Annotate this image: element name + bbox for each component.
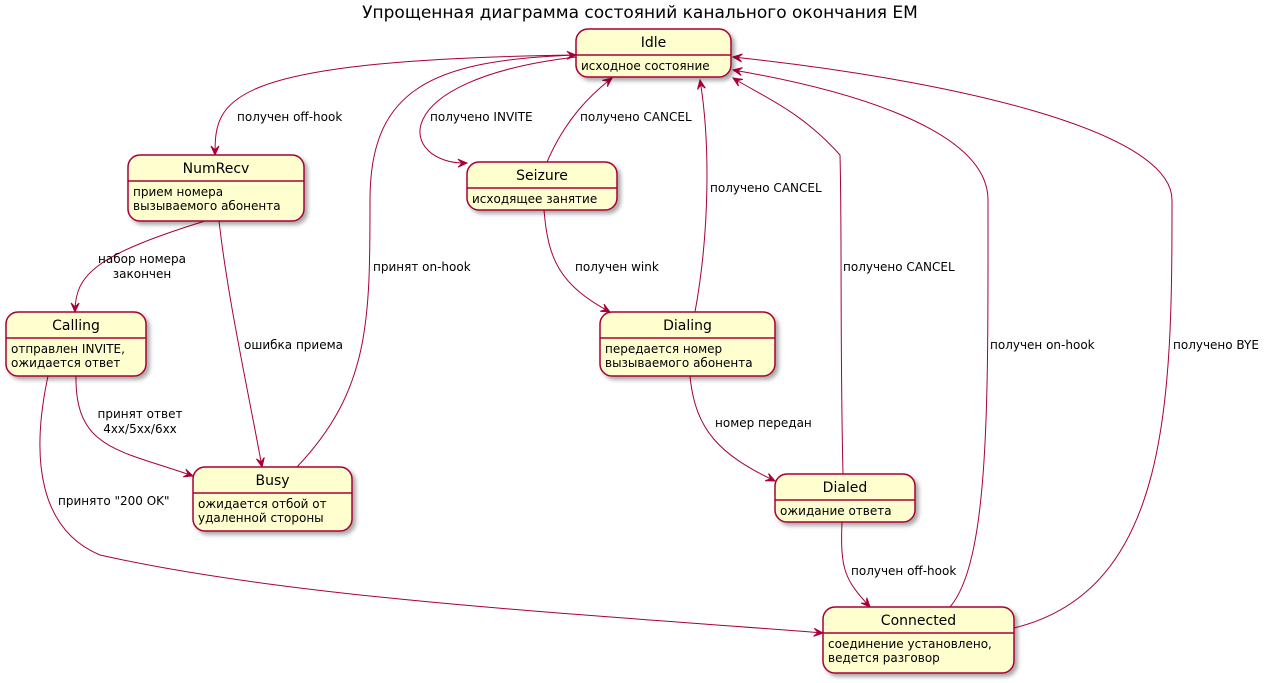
- state-box-busy: [192, 466, 353, 532]
- transition-label-dialed_idle: получено CANCEL: [843, 260, 955, 274]
- state-desc-dialing: передается номер: [605, 342, 722, 356]
- state-calling: Calling отправлен INVITE,ожидается ответ: [5, 311, 147, 377]
- arrowhead-calling_busy: [182, 468, 195, 478]
- diagram-title: Упрощенная диаграмма состояний канальног…: [362, 3, 918, 23]
- arrowhead-dialing_idle: [697, 78, 706, 90]
- state-seizure: Seizure исходящее занятие: [466, 161, 618, 211]
- arrowhead-dialed_idle: [731, 77, 743, 87]
- transition-numrecv_calling: [74, 220, 206, 313]
- transition-label-calling_connected: принято "200 OK": [58, 494, 170, 508]
- transitions-layer: [39, 50, 1173, 637]
- arrowhead-numrecv_calling: [70, 302, 80, 314]
- transition-connected_idle_bye: [732, 56, 1173, 629]
- arrowhead-seizure_idle: [602, 77, 613, 87]
- state-name-connected: Connected: [881, 613, 956, 629]
- state-desc-dialing: вызываемого абонента: [605, 356, 753, 370]
- transition-dialed_idle: [732, 77, 844, 475]
- state-name-idle: Idle: [641, 35, 667, 51]
- state-name-dialed: Dialed: [823, 480, 868, 496]
- transition-busy_idle: [296, 54, 577, 468]
- transition-label-seizure_idle: получено CANCEL: [580, 110, 692, 124]
- transition-idle_seizure: [419, 56, 577, 164]
- state-box-dialing: [599, 311, 776, 377]
- state-desc-idle: исходное состояние: [581, 59, 710, 73]
- state-name-busy: Busy: [255, 473, 289, 489]
- arrowhead-numrecv_busy: [255, 457, 265, 469]
- transition-label-busy_idle: принят on-hook: [373, 260, 471, 274]
- transition-seizure_idle: [546, 77, 613, 163]
- arrowhead-connected_idle_onhook: [731, 67, 743, 76]
- transition-label-connected_idle_bye: получено BYE: [1173, 338, 1259, 352]
- transition-dialing_dialed: [689, 375, 776, 482]
- state-box-numrecv: [127, 154, 305, 222]
- transition-idle_numrecv: [214, 54, 577, 156]
- state-desc-connected: соединение установлено,: [828, 637, 992, 651]
- arrowhead-connected_idle_bye: [731, 53, 743, 63]
- arrowhead-idle_numrecv: [210, 145, 220, 157]
- transition-label-idle_seizure: получено INVITE: [430, 110, 533, 124]
- state-desc-busy: ожидается отбой от: [198, 497, 327, 511]
- state-idle: Idle исходное состояние: [575, 28, 732, 78]
- transition-dialing_idle: [694, 79, 708, 313]
- arrowhead-dialing_dialed: [765, 473, 777, 482]
- transition-calling_busy: [75, 375, 194, 477]
- transition-label-idle_numrecv: получен off-hook: [237, 110, 342, 124]
- transition-label-connected_idle_onhook: получен on-hook: [990, 338, 1095, 352]
- state-desc-seizure: исходящее занятие: [472, 192, 597, 206]
- transition-label-numrecv_busy: ошибка приема: [244, 338, 343, 352]
- state-name-dialing: Dialing: [663, 318, 712, 334]
- arrowhead-seizure_dialing: [600, 303, 612, 313]
- state-desc-calling: ожидается ответ: [11, 356, 120, 370]
- state-box-calling: [5, 311, 147, 377]
- transition-seizure_dialing: [543, 209, 611, 313]
- transition-dialed_connected: [841, 521, 871, 608]
- state-name-calling: Calling: [52, 318, 100, 334]
- state-desc-connected: ведется разговор: [828, 651, 940, 665]
- state-desc-numrecv: вызываемого абонента: [133, 199, 281, 213]
- arrowhead-busy_idle: [566, 50, 578, 60]
- state-desc-numrecv: прием номера: [133, 185, 223, 199]
- transition-connected_idle_onhook: [732, 69, 989, 608]
- state-box-connected: [822, 606, 1015, 674]
- arrowhead-dialed_connected: [860, 597, 871, 608]
- transition-numrecv_busy: [218, 220, 263, 468]
- state-dialed: Dialed ожидание ответа: [774, 473, 916, 523]
- transition-label-dialing_idle: получено CANCEL: [710, 181, 822, 195]
- state-name-numrecv: NumRecv: [183, 161, 250, 177]
- state-box-idle: [575, 28, 732, 78]
- state-name-seizure: Seizure: [516, 168, 568, 184]
- state-box-seizure: [466, 161, 618, 211]
- state-desc-dialed: ожидание ответа: [780, 504, 892, 518]
- transition-label-dialed_connected: получен off-hook: [851, 564, 956, 578]
- transition-label-dialing_dialed: номер передан: [715, 416, 812, 430]
- state-desc-calling: отправлен INVITE,: [11, 342, 125, 356]
- state-box-dialed: [774, 473, 916, 523]
- transition-label-seizure_dialing: получен wink: [575, 260, 659, 274]
- transition-calling_connected: [39, 375, 824, 634]
- state-desc-busy: удаленной стороны: [198, 511, 324, 525]
- transition-labels-layer: получен off-hook получено INVITE получено …: [58, 110, 1259, 578]
- state-connected: Connected соединение установлено,ведется …: [822, 606, 1015, 674]
- arrowhead-idle_seizure: [457, 158, 469, 168]
- arrowhead-calling_connected: [813, 627, 825, 637]
